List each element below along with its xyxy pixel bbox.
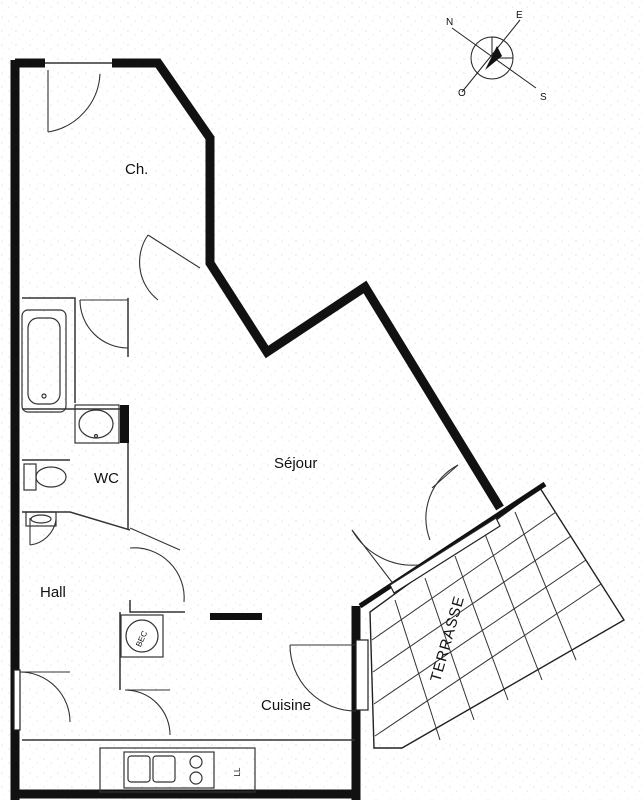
bathtub: [21, 309, 67, 413]
compass-south: S: [540, 92, 547, 103]
room-label-hall: Hall: [40, 584, 66, 601]
compass-north: N: [446, 17, 453, 28]
compass-east: E: [516, 10, 523, 21]
doors: [19, 70, 459, 736]
room-label-living: Séjour: [274, 455, 317, 472]
wc-basin: [25, 511, 57, 527]
kitchen-counter: [99, 747, 256, 793]
bathroom-sink: [74, 404, 120, 444]
openings: [13, 517, 501, 731]
room-label-kitchen: Cuisine: [261, 697, 311, 714]
room-label-bedroom: Ch.: [125, 161, 148, 178]
compass-rose: N E S O: [446, 10, 547, 103]
boiler: BEC: [120, 614, 164, 658]
dishwasher-label: LL: [233, 767, 242, 776]
counter-wall: [210, 613, 262, 620]
room-label-wc: WC: [94, 470, 119, 487]
wc-wall-block: [120, 405, 129, 443]
toilet: [23, 463, 67, 491]
compass-west: O: [458, 88, 466, 99]
